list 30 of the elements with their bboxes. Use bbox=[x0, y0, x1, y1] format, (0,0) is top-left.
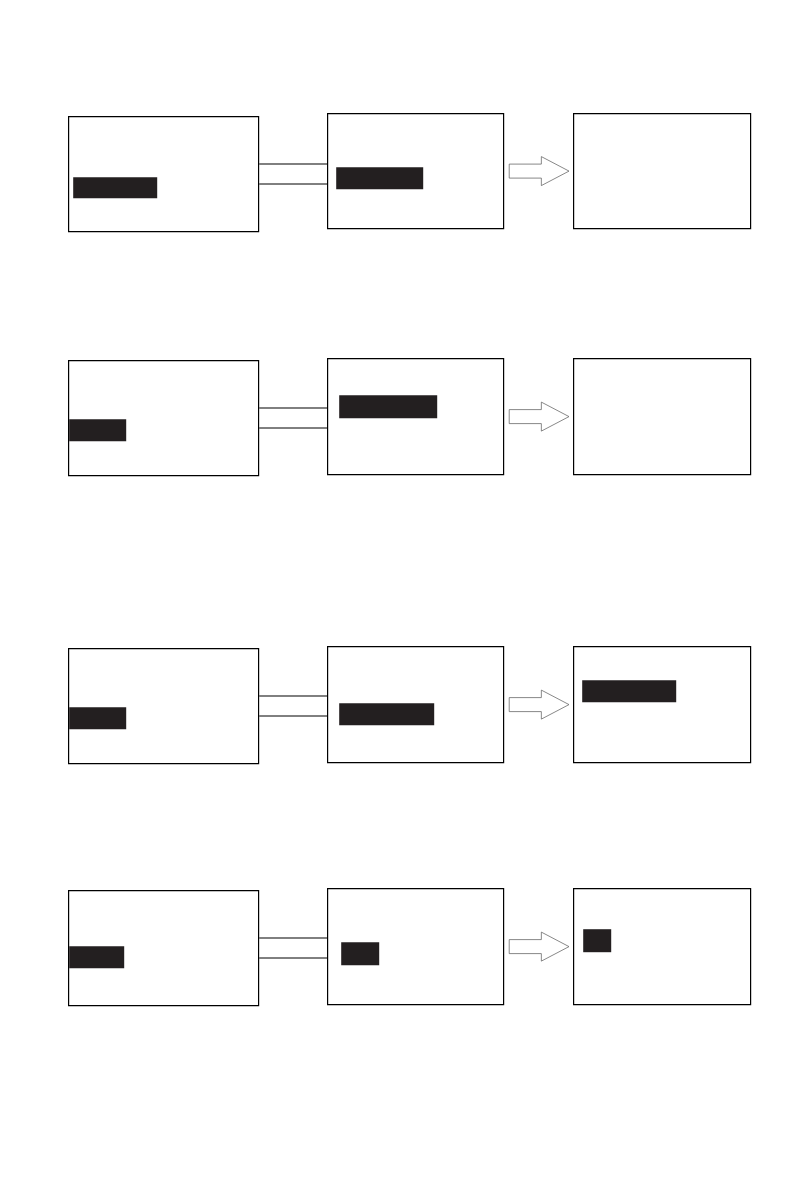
empty-box bbox=[573, 646, 752, 764]
filled-bar bbox=[582, 680, 677, 703]
empty-box bbox=[573, 888, 752, 1006]
empty-box bbox=[68, 360, 260, 477]
filled-bar bbox=[583, 929, 612, 953]
filled-bar bbox=[336, 167, 424, 190]
empty-box bbox=[573, 113, 752, 230]
block-arrow bbox=[508, 401, 570, 432]
empty-box bbox=[68, 116, 260, 233]
filled-bar bbox=[339, 703, 435, 726]
block-arrow bbox=[508, 931, 570, 962]
empty-box bbox=[573, 358, 752, 476]
filled-bar bbox=[69, 707, 127, 730]
double-line-connector bbox=[259, 163, 327, 185]
empty-box bbox=[68, 890, 260, 1007]
filled-bar bbox=[69, 946, 125, 969]
filled-bar bbox=[73, 177, 158, 199]
empty-box bbox=[68, 648, 260, 765]
empty-box bbox=[327, 113, 505, 230]
empty-box bbox=[327, 888, 505, 1006]
filled-bar bbox=[69, 419, 127, 442]
empty-box bbox=[327, 358, 505, 476]
double-line-connector bbox=[259, 937, 327, 959]
block-arrow bbox=[508, 156, 570, 186]
double-line-connector bbox=[259, 695, 327, 717]
double-line-connector bbox=[259, 407, 327, 429]
block-arrow bbox=[508, 689, 570, 720]
filled-bar bbox=[341, 942, 380, 966]
empty-box bbox=[327, 646, 505, 764]
filled-bar bbox=[339, 395, 438, 419]
